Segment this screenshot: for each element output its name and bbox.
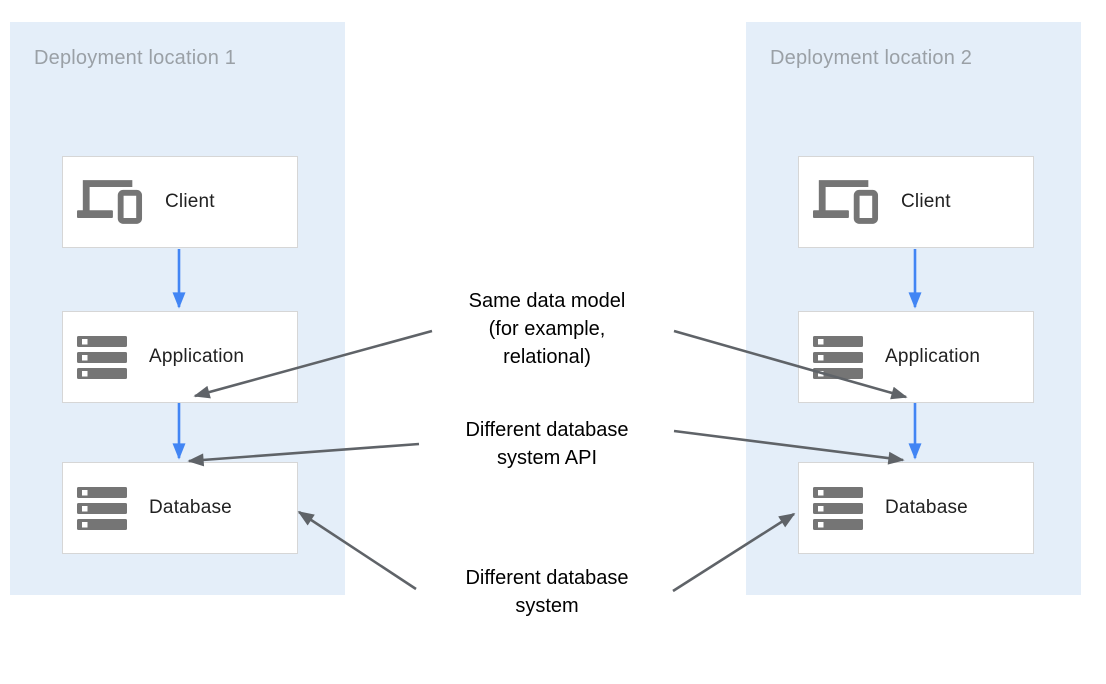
application-box-right: Application — [798, 311, 1034, 403]
box-label: Application — [149, 346, 245, 367]
box-label: Database — [149, 497, 232, 518]
box-label: Client — [165, 191, 215, 212]
database-box-left: Database — [62, 462, 298, 554]
annotation-different-database-system: Different database system — [465, 567, 629, 617]
box-label: Database — [885, 497, 968, 518]
database-box-right: Database — [798, 462, 1034, 554]
laptop-phone-icon — [77, 179, 143, 225]
panel-title: Deployment location 2 — [770, 47, 973, 69]
deployment-location-2-panel: Deployment location 2 Client — [746, 22, 1081, 595]
laptop-phone-icon — [813, 179, 879, 225]
application-box-left: Application — [62, 311, 298, 403]
server-stack-icon — [77, 335, 127, 379]
panel-title: Deployment location 1 — [34, 47, 237, 69]
annotation-different-database-system-api: Different database system API — [465, 419, 629, 469]
deployment-location-1-panel: Deployment location 1 Client — [10, 22, 345, 595]
server-stack-icon — [77, 486, 127, 530]
server-stack-icon — [813, 335, 863, 379]
client-box-right: Client — [798, 156, 1034, 248]
box-label: Application — [885, 346, 981, 367]
annotation-same-data-model: Same data model (for example, relational… — [468, 290, 626, 368]
client-box-left: Client — [62, 156, 298, 248]
server-stack-icon — [813, 486, 863, 530]
box-label: Client — [901, 191, 951, 212]
